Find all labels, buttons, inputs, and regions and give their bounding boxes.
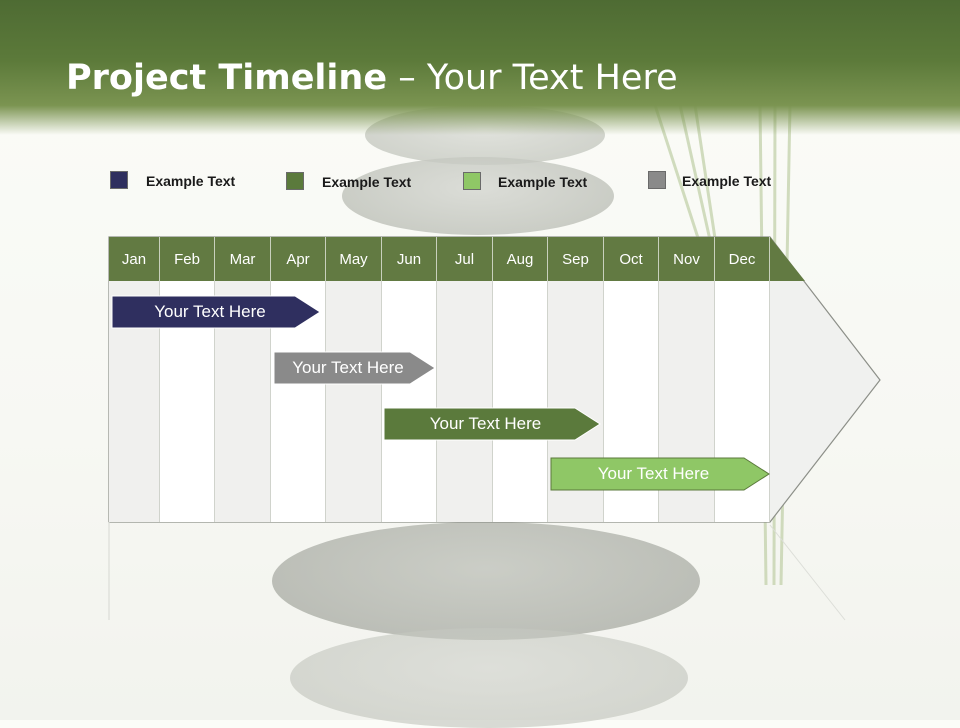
month-sep: Sep (548, 237, 604, 281)
legend-swatch-3 (463, 172, 481, 190)
timeline-bar-3[interactable] (383, 407, 601, 441)
stone-lower (272, 522, 700, 640)
legend-label-1: Example Text (146, 173, 236, 189)
month-mar: Mar (215, 237, 271, 281)
month-may: May (326, 237, 382, 281)
month-column (382, 281, 437, 522)
legend-label-3: Example Text (498, 174, 588, 190)
month-jun: Jun (382, 237, 437, 281)
timeline-bar-1[interactable] (111, 295, 321, 329)
month-aug: Aug (493, 237, 548, 281)
timeline-bar-4[interactable] (550, 457, 770, 491)
legend-swatch-4 (648, 171, 666, 189)
month-apr: Apr (271, 237, 326, 281)
timeline-bar-2[interactable] (273, 351, 436, 385)
month-oct: Oct (604, 237, 659, 281)
title-rest: – Your Text Here (387, 58, 678, 98)
legend-label-4: Example Text (682, 173, 772, 189)
month-column (437, 281, 493, 522)
month-nov: Nov (659, 237, 715, 281)
stone-middle (342, 157, 614, 235)
month-feb: Feb (160, 237, 215, 281)
month-jan: Jan (109, 237, 160, 281)
month-jul: Jul (437, 237, 493, 281)
legend-swatch-1 (110, 171, 128, 189)
stone-reflection (290, 628, 688, 728)
month-column (326, 281, 382, 522)
page-title: Project Timeline – Your Text Here (66, 58, 678, 98)
legend-label-2: Example Text (322, 174, 412, 190)
title-bold: Project Timeline (66, 58, 388, 98)
month-dec: Dec (715, 237, 770, 281)
header-band (0, 0, 960, 135)
legend-swatch-2 (286, 172, 304, 190)
month-column (493, 281, 548, 522)
